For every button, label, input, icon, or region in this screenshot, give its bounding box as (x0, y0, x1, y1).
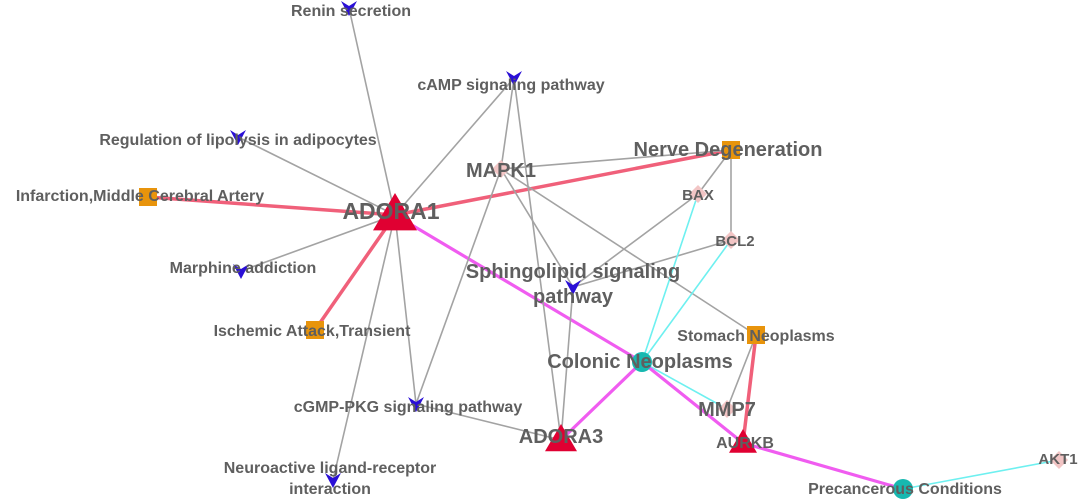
edge-adora1-cgmp (394, 214, 417, 405)
node-ischemic-square-icon[interactable] (306, 321, 324, 339)
node-bcl2-diamond-icon[interactable] (722, 231, 740, 249)
labels-layer: Renin secretion cAMP signaling pathwayReg… (16, 3, 1078, 498)
label-mmp7: MMP7 (698, 399, 756, 421)
label-sphingolipid-line-1: Sphingolipid signaling (466, 261, 680, 283)
edge-precancerous-akt1 (902, 459, 1060, 490)
edge-camp-adora3 (513, 77, 562, 441)
edge-adora1-lipolysis (237, 136, 396, 216)
node-colonic-circle-icon[interactable] (632, 352, 652, 372)
label-morphine: Marphine addiction (170, 260, 317, 277)
label-mapk1: MAPK1 (466, 160, 536, 182)
edge-adora3-colonic (559, 360, 644, 442)
edge-mapk1-nerve (500, 149, 732, 170)
label-ischemic: Ischemic Attack,Transient (214, 323, 411, 340)
node-adora1-triangle-icon[interactable] (373, 193, 417, 231)
node-cgmp-pathway-arrow-icon[interactable] (408, 397, 424, 412)
edge-colonic-mmp7 (641, 361, 728, 410)
edge-adora1-ischemic (313, 213, 397, 332)
node-sphingolipid-pathway-arrow-icon[interactable] (565, 280, 581, 295)
node-neuroactive-pathway-arrow-icon[interactable] (325, 473, 341, 488)
label-camp: cAMP signaling pathway (417, 77, 604, 94)
label-precancerous: Precancerous Conditions (808, 481, 1002, 498)
node-precancerous-circle-icon[interactable] (893, 479, 913, 499)
label-renin: Renin secretion (291, 3, 411, 20)
label-adora1: ADORA1 (342, 198, 439, 224)
label-akt1: AKT1 (1038, 451, 1077, 468)
label-stomach: Stomach Neoplasms (677, 328, 834, 345)
label-infarction: Infarction,Middle Cerebral Artery (16, 188, 264, 205)
node-bax-diamond-icon[interactable] (689, 185, 707, 203)
node-morphine-pathway-arrow-icon[interactable] (233, 264, 249, 279)
edge-adora1-colonic (393, 213, 644, 364)
edge-mapk1-cgmp (415, 168, 502, 405)
node-mmp7-diamond-icon[interactable] (718, 400, 736, 418)
node-stomach-square-icon[interactable] (747, 326, 765, 344)
label-cgmp: cGMP-PKG signaling pathway (294, 399, 523, 416)
edge-camp-mapk1 (500, 77, 515, 170)
label-neuroactive: Neuroactive ligand-receptor interaction (224, 460, 437, 498)
edge-sphingolipid-adora3 (560, 286, 574, 441)
edge-colonic-bax (641, 193, 699, 363)
label-neuroactive-line-1: Neuroactive ligand-receptor (224, 460, 437, 477)
node-akt1-diamond-icon[interactable] (1050, 451, 1068, 469)
node-adora3-triangle-icon[interactable] (545, 424, 577, 452)
label-adora3: ADORA3 (519, 426, 603, 448)
node-lipolysis-pathway-arrow-icon[interactable] (230, 130, 246, 145)
label-bax: BAX (682, 187, 714, 204)
edges-layer (146, 7, 1060, 491)
edge-colonic-aurkb (640, 360, 745, 445)
label-bcl2: BCL2 (715, 233, 754, 250)
edge-bcl2-sphingolipid (572, 239, 732, 288)
node-nerve-square-icon[interactable] (722, 141, 740, 159)
label-sphingolipid: Sphingolipid signaling pathway (466, 261, 680, 308)
edge-adora1-infarction (146, 195, 397, 217)
edge-mapk1-sphingolipid (500, 168, 574, 288)
label-aurkb: AURKB (716, 435, 774, 452)
label-lipolysis: Regulation of lipolysis in adipocytes (99, 132, 376, 149)
edge-bax-sphingolipid (572, 193, 699, 288)
nodes-layer (139, 1, 1068, 499)
label-nerve: Nerve Degeneration (634, 139, 823, 161)
edge-adora1-morphine (240, 214, 396, 272)
label-colonic: Colonic Neoplasms (547, 351, 733, 373)
label-sphingolipid-line-2: pathway (533, 286, 614, 308)
node-infarction-square-icon[interactable] (139, 188, 157, 206)
node-aurkb-triangle-icon[interactable] (729, 429, 757, 453)
label-neuroactive-line-2: interaction (289, 481, 371, 498)
edge-adora1-camp (394, 77, 515, 216)
edge-adora1-neuroactive (332, 214, 396, 481)
edge-aurkb-precancerous (741, 441, 905, 491)
edge-colonic-bcl2 (641, 239, 732, 363)
node-camp-pathway-arrow-icon[interactable] (506, 71, 522, 86)
edge-adora1-renin (348, 7, 396, 216)
node-renin-pathway-arrow-icon[interactable] (341, 1, 357, 16)
edge-stomach-aurkb (741, 333, 758, 445)
edge-mapk1-stomach (500, 168, 757, 336)
edge-stomach-mmp7 (726, 334, 757, 410)
edge-adora1-nerve (393, 148, 733, 217)
edge-adora3-cgmp (415, 403, 562, 441)
node-mapk1-diamond-icon[interactable] (492, 160, 510, 178)
